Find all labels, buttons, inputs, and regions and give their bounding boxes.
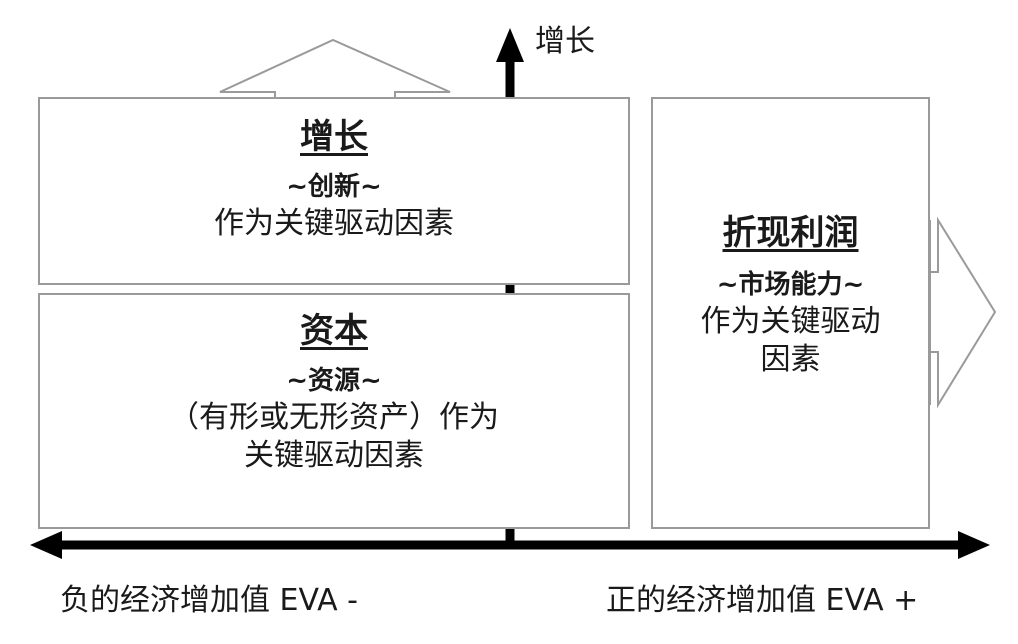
capital-desc-line1: （有形或无形资产）作为 — [169, 400, 499, 435]
growth-up-arrow — [219, 38, 451, 101]
vertical-axis-arrowhead — [496, 28, 524, 62]
profit-box: 折现利润 ~市场能力~ 作为关键驱动 因素 — [651, 97, 930, 529]
growth-title: 增长 — [300, 117, 368, 157]
profit-right-arrow — [929, 216, 997, 409]
capital-subtitle: ~资源~ — [286, 366, 382, 396]
negative-eva-label: 负的经济增加值 EVA - — [60, 583, 358, 618]
horizontal-axis-arrowhead-left — [30, 531, 62, 559]
growth-box: 增长 ~创新~ 作为关键驱动因素 — [38, 97, 630, 285]
profit-title: 折现利润 — [722, 213, 859, 253]
capital-box: 资本 ~资源~ （有形或无形资产）作为 关键驱动因素 — [38, 293, 630, 529]
profit-desc-line1: 作为关键驱动 — [700, 304, 881, 339]
positive-eva-label: 正的经济增加值 EVA + — [606, 583, 919, 618]
profit-subtitle: ~市场能力~ — [716, 270, 865, 300]
horizontal-axis-arrowhead-right — [958, 531, 990, 559]
capital-desc-line2: 关键驱动因素 — [244, 438, 424, 473]
capital-title: 资本 — [300, 311, 368, 351]
growth-subtitle: ~创新~ — [286, 172, 382, 202]
profit-desc-line2: 因素 — [760, 342, 821, 377]
growth-desc: 作为关键驱动因素 — [214, 206, 454, 241]
vertical-axis-label: 增长 — [535, 24, 595, 59]
